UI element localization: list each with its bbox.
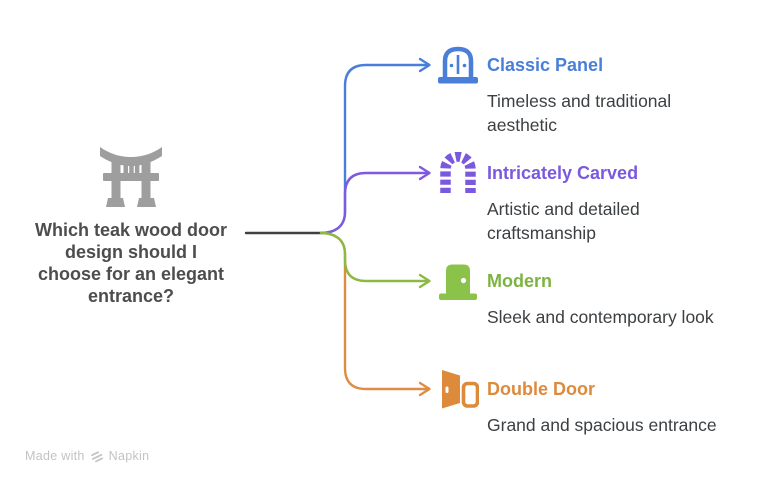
napkin-watermark[interactable]: Made with Napkin (25, 449, 149, 463)
branch-text-intricately-carved: Intricately Carved Artistic and detailed… (487, 152, 774, 245)
napkin-logo-icon (90, 450, 103, 462)
branch-line-modern (319, 231, 431, 283)
torii-gate-icon (100, 147, 162, 207)
double-door-icon (437, 368, 480, 410)
arrowhead-modern (418, 273, 431, 289)
carved-arch-icon (437, 151, 479, 194)
arrowhead-double-door (418, 381, 431, 397)
branch-description: Artistic and detailed craftsmanship (487, 199, 640, 243)
branch-text-classic-panel: Classic Panel Timeless and traditional a… (487, 44, 774, 137)
watermark-made-with-text: Made with (25, 449, 85, 463)
branch-title: Double Door (487, 379, 595, 399)
central-question-node[interactable]: Which teak wood door design should I cho… (26, 146, 236, 307)
branch-title: Classic Panel (487, 55, 604, 75)
branch-title: Intricately Carved (487, 163, 639, 183)
watermark-brand-text: Napkin (108, 449, 150, 463)
branch-text-double-door: Double Door Grand and spacious entrance (487, 368, 774, 437)
branch-line-classic-panel (319, 63, 431, 235)
branch-line-double-door (319, 231, 431, 391)
branch-line-intricately-carved (319, 171, 431, 235)
branch-description: Grand and spacious entrance (487, 415, 717, 435)
branch-description: Sleek and contemporary look (487, 307, 714, 327)
arched-panel-door-icon (437, 44, 479, 86)
arrowhead-classic-panel (418, 57, 431, 73)
central-question-text: Which teak wood door design should I cho… (35, 220, 227, 306)
modern-door-icon (437, 260, 479, 302)
branch-title: Modern (487, 271, 552, 291)
arrowhead-intricately-carved (418, 165, 431, 181)
branch-description: Timeless and traditional aesthetic (487, 91, 672, 135)
branch-text-modern: Modern Sleek and contemporary look (487, 260, 774, 329)
